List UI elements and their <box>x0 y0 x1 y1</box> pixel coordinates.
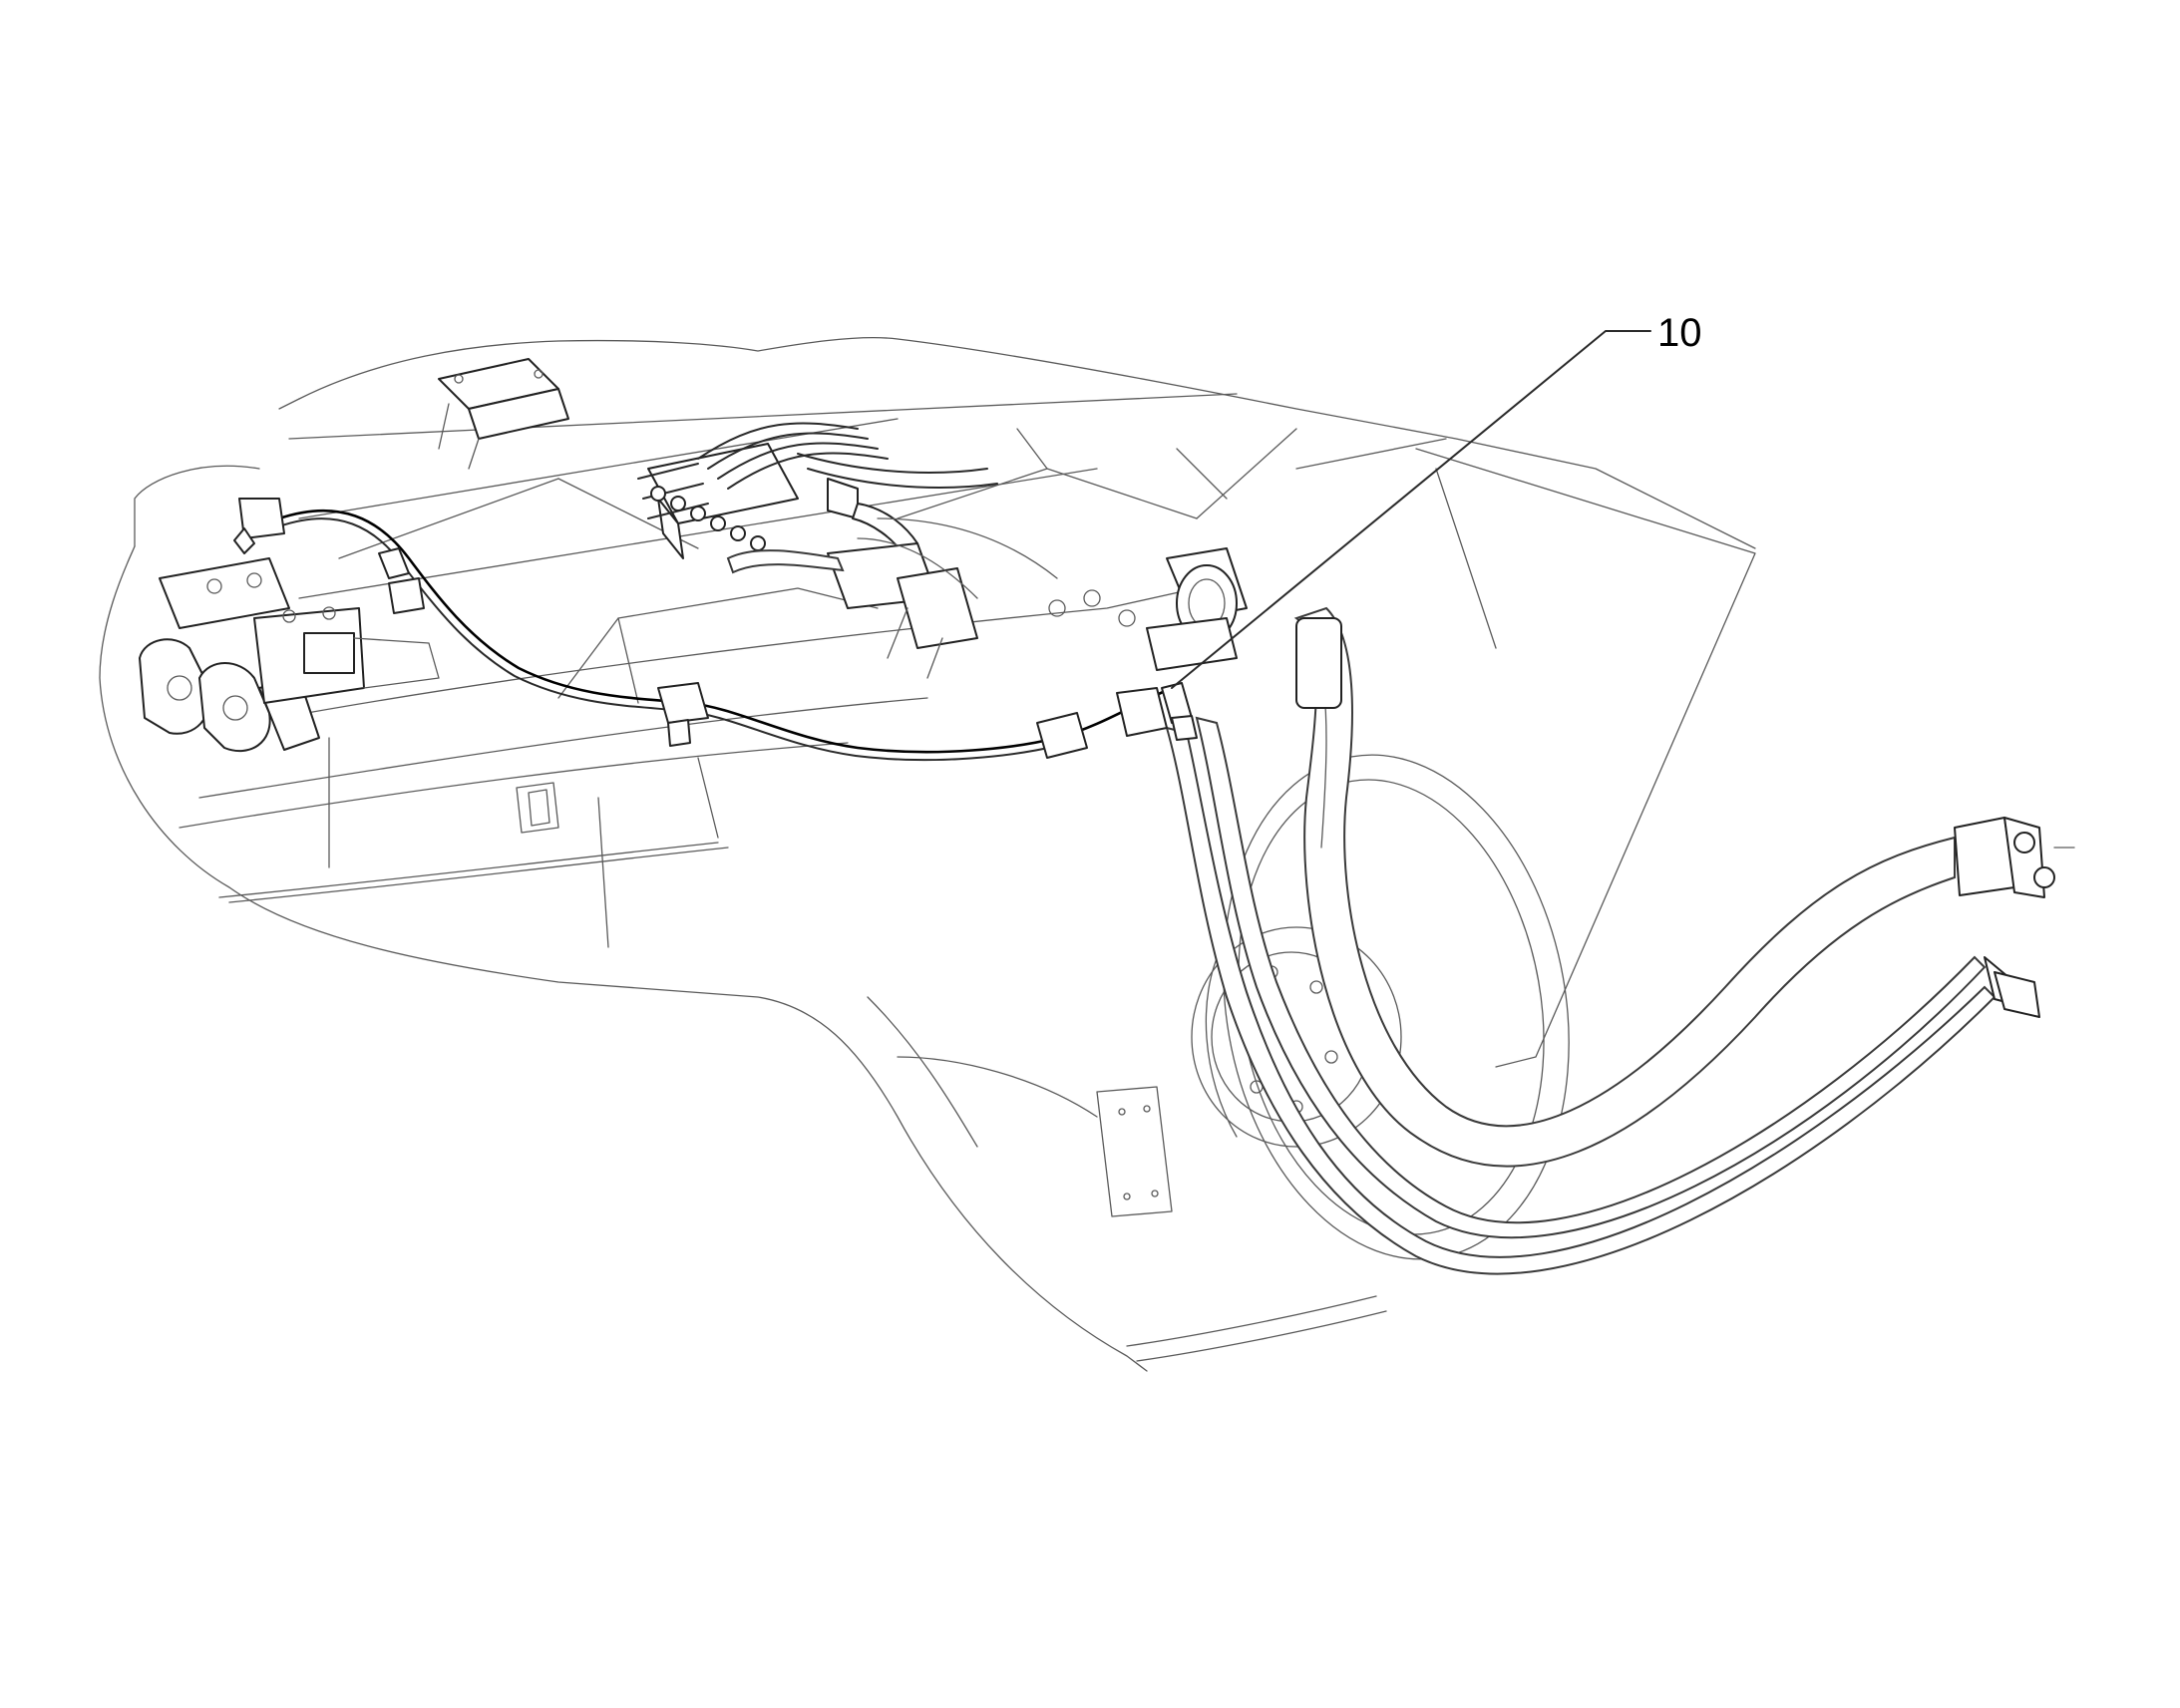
upper-small-hoses <box>726 517 1058 599</box>
swivel-flange <box>1146 547 1248 671</box>
leader-line <box>1171 330 1651 689</box>
callout-10: 10 <box>1171 311 1702 689</box>
control-valve-block <box>637 422 998 559</box>
machine-frame <box>99 337 1756 1372</box>
upper-brackets <box>438 358 1136 679</box>
large-hose <box>1293 606 2075 1168</box>
return-hoses <box>1165 716 2040 1275</box>
callout-label: 10 <box>1657 311 1702 355</box>
pump-assembly <box>139 557 440 753</box>
pilot-hose-assembly <box>233 498 1198 762</box>
